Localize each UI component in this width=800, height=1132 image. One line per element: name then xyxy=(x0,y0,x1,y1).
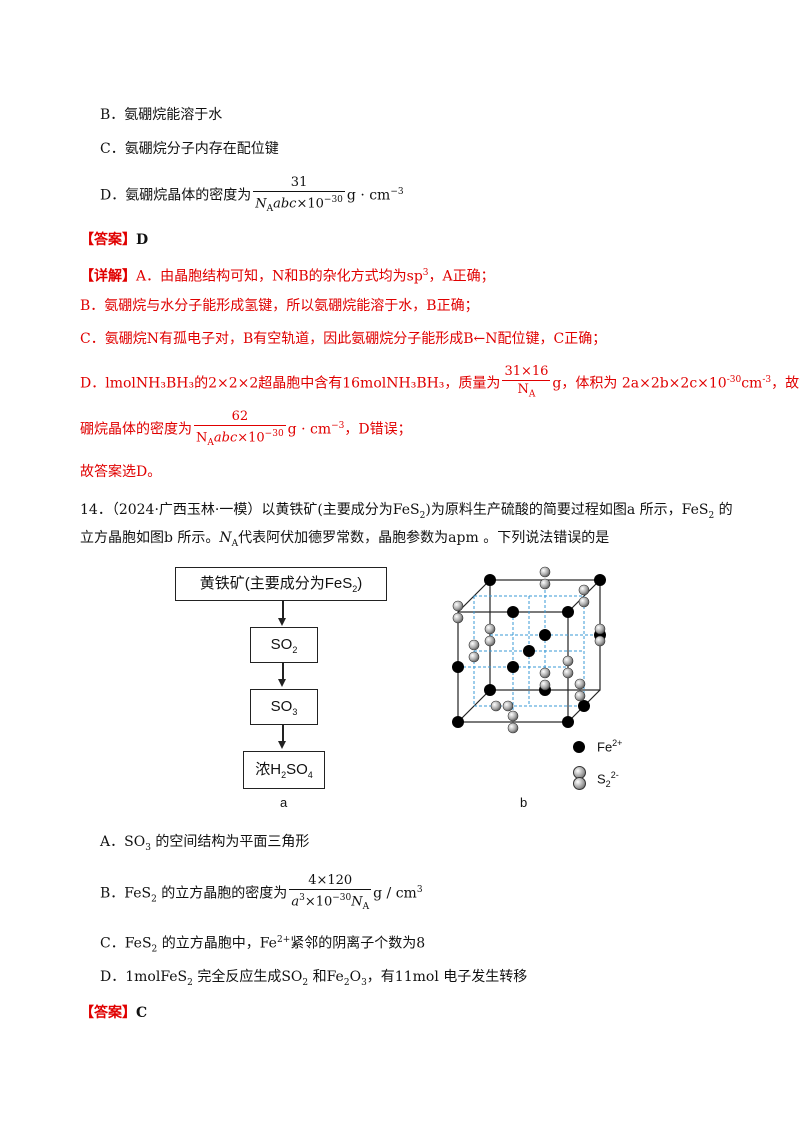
arrow-down-icon xyxy=(278,679,286,687)
flow-box-h2so4: 浓H2SO4 xyxy=(243,751,325,789)
flow-box-so3: SO3 xyxy=(250,689,318,725)
figure-a-caption: a xyxy=(280,795,288,810)
flow-arrow-2 xyxy=(282,662,284,680)
legend-s2-label: S22- xyxy=(597,770,619,789)
option-c: C．FeS2 的立方晶胞中，Fe2+紧邻的阴离子个数为8 xyxy=(100,935,426,955)
flow-box-so2: SO2 xyxy=(250,627,318,663)
option-b-prev: B．氨硼烷能溶于水 xyxy=(100,107,223,123)
figure-b-caption: b xyxy=(520,795,528,810)
flow-arrow-3 xyxy=(282,724,284,742)
legend-fe-label: Fe2+ xyxy=(597,738,623,755)
fes2-crystal-diagram xyxy=(452,566,606,734)
flow-box-pyrite: 黄铁矿(主要成分为FeS2) xyxy=(175,567,387,601)
arrow-down-icon xyxy=(278,741,286,749)
answer-2: 【答案】C xyxy=(80,1005,148,1021)
explain-a: 【详解】A．由晶胞结构可知，N和B的杂化方式均为sp3，A正确； xyxy=(80,268,495,285)
answer-1: 【答案】D xyxy=(80,232,149,248)
question-14-line2: 立方晶胞如图b 所示。NA代表阿伏加德罗常数，晶胞参数为apm 。下列说法错误的… xyxy=(80,530,610,549)
explain-b: B．氨硼烷与水分子能形成氢键，所以氨硼烷能溶于水，B正确； xyxy=(80,298,479,314)
explain-conclusion: 故答案选D。 xyxy=(80,464,162,480)
flow-arrow-1 xyxy=(282,600,284,620)
option-a: A．SO3 的空间结构为平面三角形 xyxy=(100,834,310,853)
option-d: D．1molFeS2 完全反应生成SO2 和Fe2O3，有11mol 电子发生转… xyxy=(100,969,528,988)
legend-fe-icon xyxy=(573,741,585,753)
option-c-prev: C．氨硼烷分子内存在配位键 xyxy=(100,141,279,157)
question-14-line1: 14．（2024·广西玉林·一模）以黄铁矿(主要成分为FeS2)为原料生产硫酸的… xyxy=(80,502,733,521)
explain-c: C．氨硼烷N有孤电子对，B有空轨道，因此氨硼烷分子能形成B←N配位键，C正确； xyxy=(80,331,607,347)
legend-s2-icon-2 xyxy=(573,777,586,790)
arrow-down-icon xyxy=(278,618,286,626)
